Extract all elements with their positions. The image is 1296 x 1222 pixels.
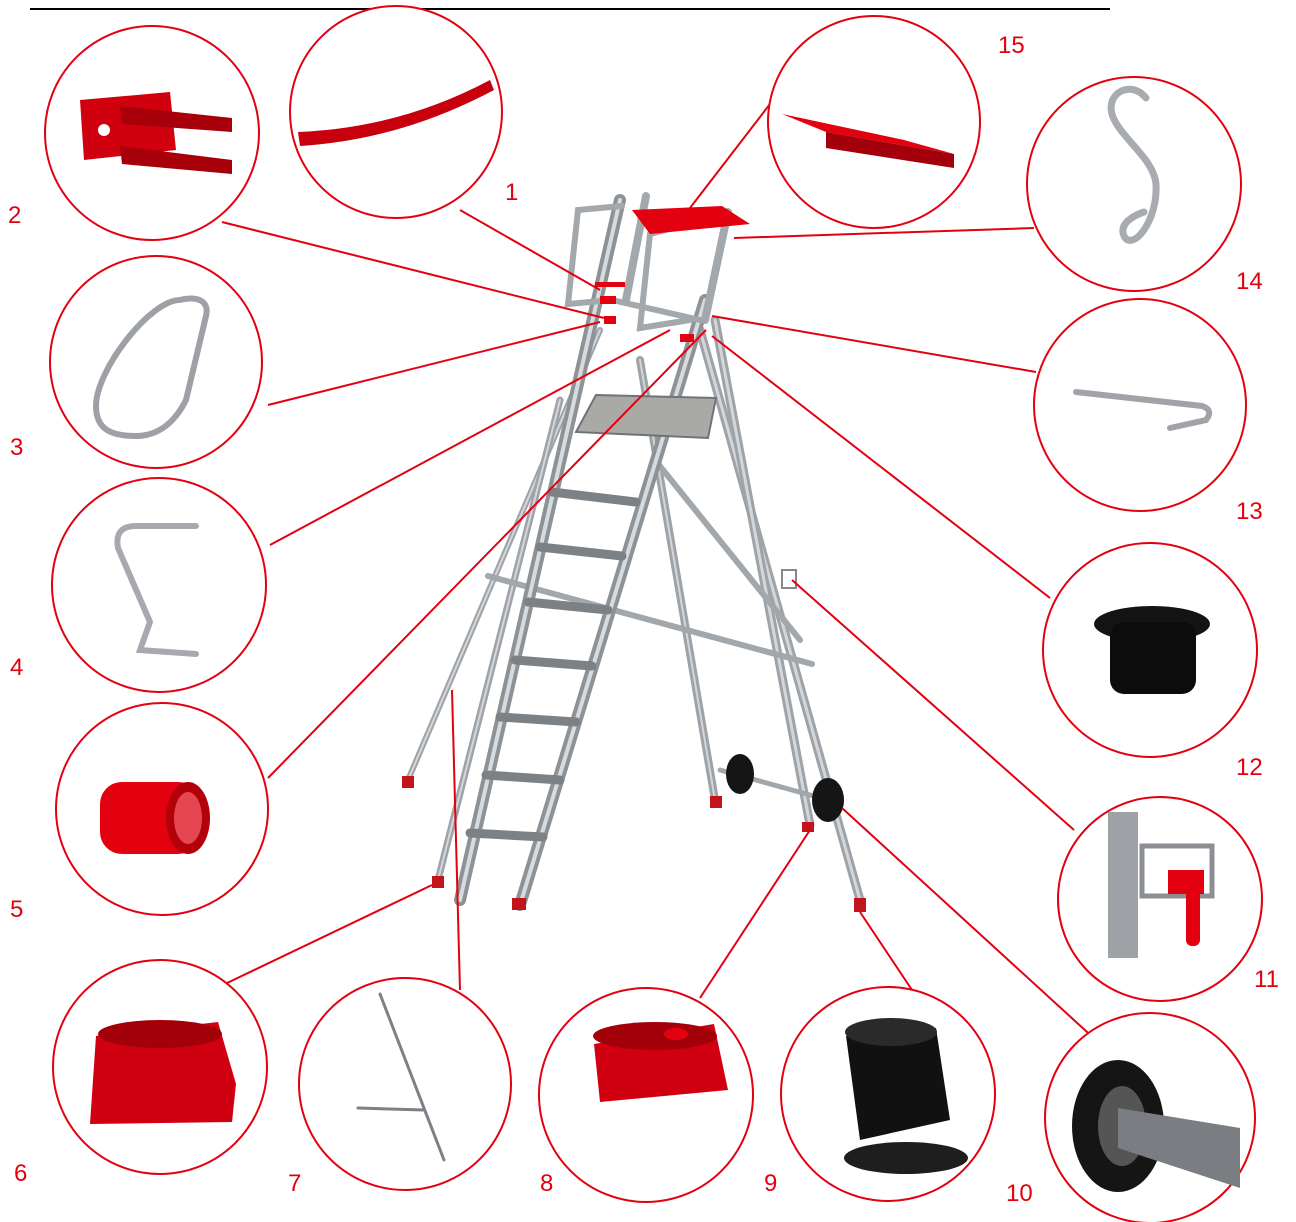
ladder <box>402 196 866 912</box>
callout-number: 3 <box>10 436 23 460</box>
leader-lines <box>222 104 1098 1042</box>
callout-number: 9 <box>764 1172 777 1196</box>
callout-number: 15 <box>998 34 1025 58</box>
callout-number: 12 <box>1236 756 1263 780</box>
red-foot-cap-icon <box>90 1020 236 1124</box>
callout-number: 14 <box>1236 270 1263 294</box>
callout-number: 7 <box>288 1172 301 1196</box>
callout-number: 10 <box>1006 1182 1033 1206</box>
black-plug-icon <box>1094 606 1210 694</box>
callout-number: 13 <box>1236 500 1263 524</box>
callout-number: 2 <box>8 204 21 228</box>
callout-number: 4 <box>10 656 23 680</box>
callout-number: 8 <box>540 1172 553 1196</box>
callout-number: 5 <box>10 898 23 922</box>
callout-number: 11 <box>1254 968 1279 992</box>
red-foot-cap-icon <box>593 1022 728 1102</box>
callout-number: 6 <box>14 1162 27 1186</box>
callout-number: 1 <box>505 181 518 205</box>
sleeve-icon <box>100 782 210 854</box>
